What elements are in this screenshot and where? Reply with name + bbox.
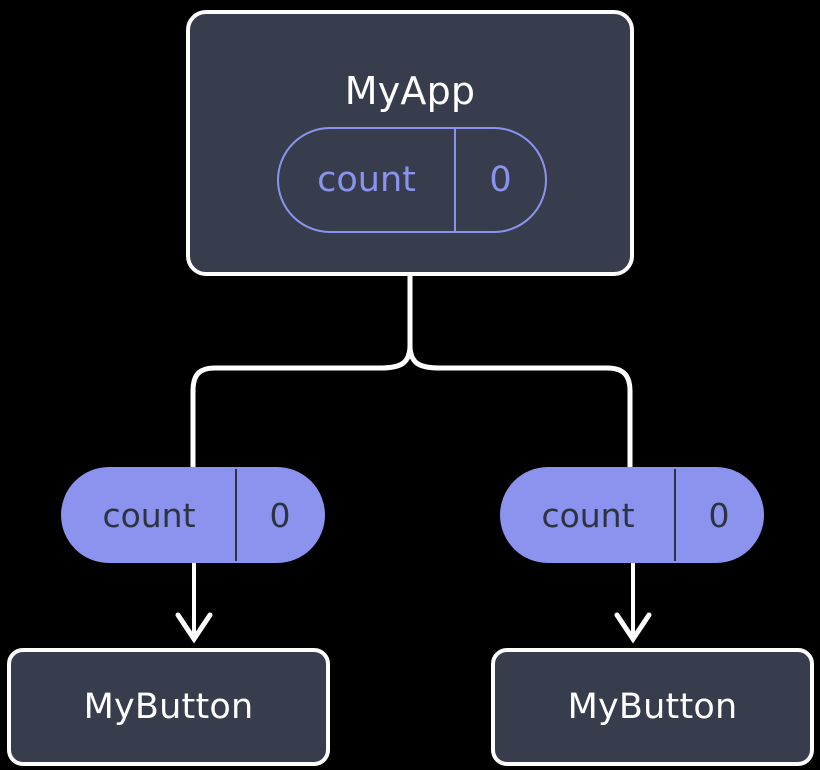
prop-pill-key: count <box>63 469 237 561</box>
prop-pill-value: 0 <box>269 495 291 535</box>
prop-pill-left[interactable]: count 0 <box>61 467 325 563</box>
arrow-head-left-icon <box>175 612 213 644</box>
arrow-head-right-icon <box>614 612 652 644</box>
component-label-mybutton-left: MyButton <box>83 686 254 727</box>
prop-pill-key: count <box>502 469 676 561</box>
component-label-mybutton-right: MyButton <box>567 686 738 727</box>
component-node-mybutton-left[interactable]: MyButton <box>7 648 330 766</box>
prop-pill-value: 0 <box>708 495 730 535</box>
edge-branch-right <box>407 344 633 468</box>
edge-branch-left <box>190 344 413 468</box>
component-node-mybutton-right[interactable]: MyButton <box>491 648 814 766</box>
state-pill-key: count <box>279 129 456 231</box>
state-pill-myapp[interactable]: count 0 <box>277 127 547 233</box>
component-label-myapp: MyApp <box>344 69 476 113</box>
prop-pill-right[interactable]: count 0 <box>500 467 764 563</box>
state-pill-value: 0 <box>489 159 512 200</box>
